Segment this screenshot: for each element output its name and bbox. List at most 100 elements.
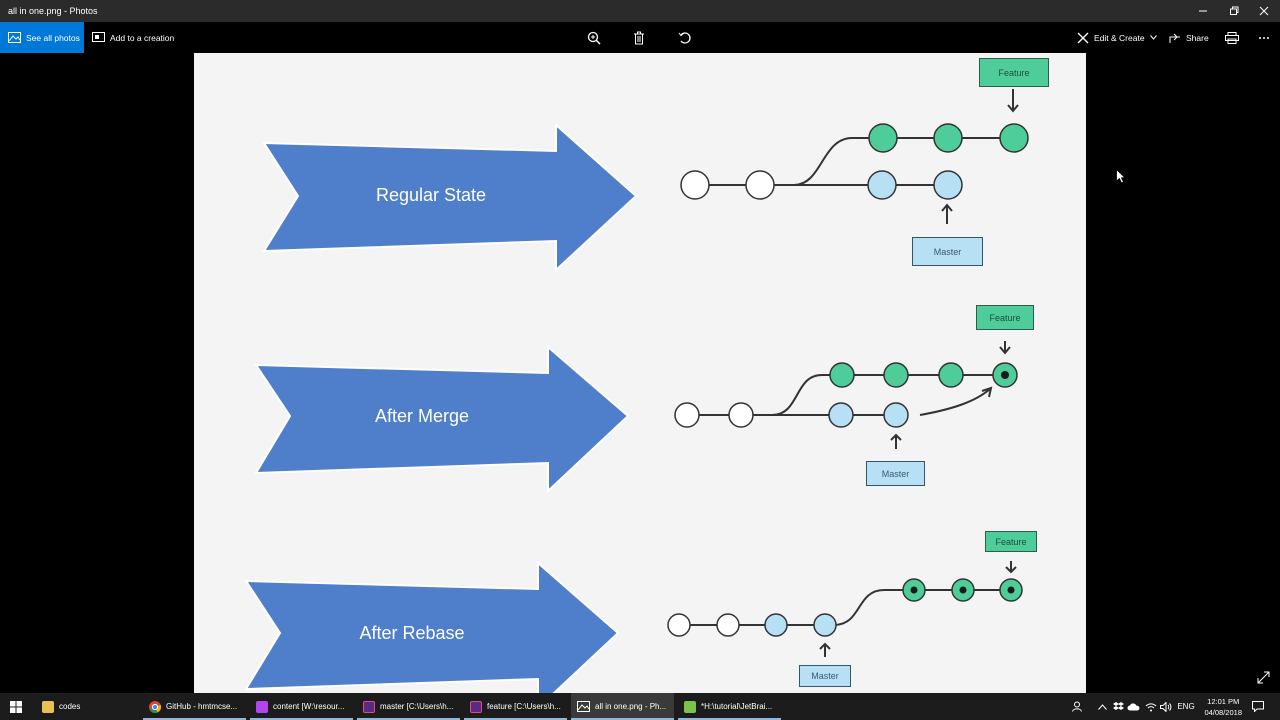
commit-node — [883, 362, 909, 388]
commit-node — [938, 362, 964, 388]
folder-icon — [42, 700, 54, 713]
clock-date: 04/08/2018 — [1204, 708, 1242, 717]
taskbar-item-master[interactable]: master [C:\Users\h... — [357, 693, 460, 720]
photos-icon — [577, 701, 590, 712]
more-button[interactable] — [1252, 22, 1276, 53]
dropbox-tray-icon[interactable] — [1112, 693, 1124, 720]
commit-node — [867, 170, 897, 200]
volume-tray-icon[interactable] — [1159, 693, 1172, 720]
onedrive-tray-icon[interactable] — [1127, 693, 1140, 720]
master-branch-label: Master — [912, 237, 983, 266]
feature-branch-label: Feature — [979, 58, 1049, 87]
share-icon — [1169, 33, 1180, 43]
after-rebase-arrow — [244, 560, 620, 693]
taskbar-item-label: codes — [59, 702, 81, 711]
taskbar-item-feature[interactable]: feature [C:\Users\h... — [464, 693, 567, 720]
add-to-creation-button[interactable]: Add to a creation — [92, 22, 174, 53]
after-rebase-graph — [679, 561, 1017, 657]
taskbar: codes GitHub - hmtmcse... content [W:\re… — [0, 693, 1280, 720]
clock[interactable]: 12:01 PM 04/08/2018 — [1204, 696, 1242, 718]
commit-node — [828, 402, 854, 428]
minimize-button[interactable] — [1187, 0, 1219, 22]
commit-node — [999, 123, 1029, 153]
people-icon — [1071, 701, 1082, 712]
regular-state-label: Regular State — [375, 185, 487, 205]
edit-create-button[interactable]: Edit & Create — [1077, 22, 1157, 53]
intellij-icon — [363, 700, 375, 713]
people-button[interactable] — [1070, 693, 1084, 720]
commit-node — [933, 170, 963, 200]
taskbar-item-notepad[interactable]: *H:\tutorial\JetBrai... — [678, 693, 781, 720]
intellij-icon — [470, 700, 482, 713]
cloud-icon — [1127, 702, 1140, 710]
more-icon — [1259, 36, 1269, 39]
language-indicator[interactable]: ENG — [1177, 702, 1195, 711]
after-merge-graph — [687, 341, 1011, 449]
after-merge-arrow — [254, 344, 630, 494]
zoom-button[interactable] — [582, 22, 606, 53]
mouse-cursor-icon — [1116, 169, 1126, 184]
taskbar-item-photos[interactable]: all in one.png - Ph... — [571, 693, 674, 720]
commit-node — [674, 402, 700, 428]
windows-icon — [10, 700, 22, 713]
slide-graphic — [244, 89, 1029, 693]
minimize-icon — [1199, 10, 1207, 12]
print-button[interactable] — [1220, 22, 1244, 53]
commit-node — [883, 402, 909, 428]
close-button[interactable] — [1248, 0, 1280, 22]
running-indicator — [678, 718, 781, 720]
feature-branch-label: Feature — [976, 305, 1034, 330]
taskbar-item-label: *H:\tutorial\JetBrai... — [701, 702, 773, 711]
after-merge-label: After Merge — [374, 406, 470, 426]
notepad-icon — [684, 700, 696, 713]
taskbar-item-label: all in one.png - Ph... — [595, 702, 667, 711]
window-title: all in one.png - Photos — [8, 6, 98, 16]
delete-button[interactable] — [627, 22, 651, 53]
image-canvas[interactable]: Regular State After Merge After Rebase F… — [194, 53, 1086, 693]
taskbar-item-phpstorm[interactable]: content [W:\resour... — [250, 693, 353, 720]
restore-button[interactable] — [1218, 0, 1250, 22]
chrome-icon — [149, 700, 161, 713]
share-label: Share — [1186, 32, 1209, 43]
taskbar-item-label: master [C:\Users\h... — [380, 702, 454, 711]
taskbar-item-codes[interactable]: codes — [36, 693, 136, 720]
edit-create-label: Edit & Create — [1094, 32, 1145, 43]
add-to-creation-label: Add to a creation — [110, 32, 175, 43]
running-indicator — [143, 718, 246, 720]
taskbar-item-label: feature [C:\Users\h... — [487, 702, 561, 711]
network-tray-icon[interactable] — [1144, 693, 1157, 720]
speaker-icon — [1159, 701, 1171, 712]
wifi-icon — [1145, 702, 1156, 711]
trash-icon — [634, 31, 644, 44]
see-all-photos-button[interactable]: See all photos — [0, 22, 84, 53]
notification-icon — [1252, 701, 1264, 712]
commit-node — [764, 613, 788, 637]
rotate-button[interactable] — [673, 22, 697, 53]
commit-node — [716, 613, 740, 637]
print-icon — [1225, 31, 1239, 44]
phpstorm-icon — [256, 700, 268, 713]
title-bar: all in one.png - Photos — [0, 0, 1280, 22]
commit-node — [745, 170, 775, 200]
close-icon — [1259, 6, 1269, 16]
dropbox-icon — [1112, 701, 1124, 710]
regular-state-graph — [695, 89, 1019, 224]
show-hidden-icons-button[interactable] — [1096, 693, 1108, 720]
rotate-icon — [678, 31, 691, 44]
edit-icon — [1077, 32, 1089, 43]
share-button[interactable]: Share — [1169, 22, 1209, 53]
fullscreen-icon[interactable] — [1257, 671, 1270, 684]
master-branch-label: Master — [866, 461, 925, 486]
start-button[interactable] — [0, 693, 32, 720]
commit-node — [728, 402, 754, 428]
see-all-photos-label: See all photos — [26, 32, 80, 43]
commit-node — [933, 123, 963, 153]
restore-icon — [1230, 6, 1239, 15]
commit-node — [667, 613, 691, 637]
clock-time: 12:01 PM — [1207, 697, 1240, 706]
running-indicator — [357, 718, 460, 720]
taskbar-item-chrome[interactable]: GitHub - hmtmcse... — [143, 693, 246, 720]
action-center-button[interactable] — [1250, 693, 1266, 720]
creation-icon — [92, 32, 105, 42]
commit-node — [813, 613, 837, 637]
